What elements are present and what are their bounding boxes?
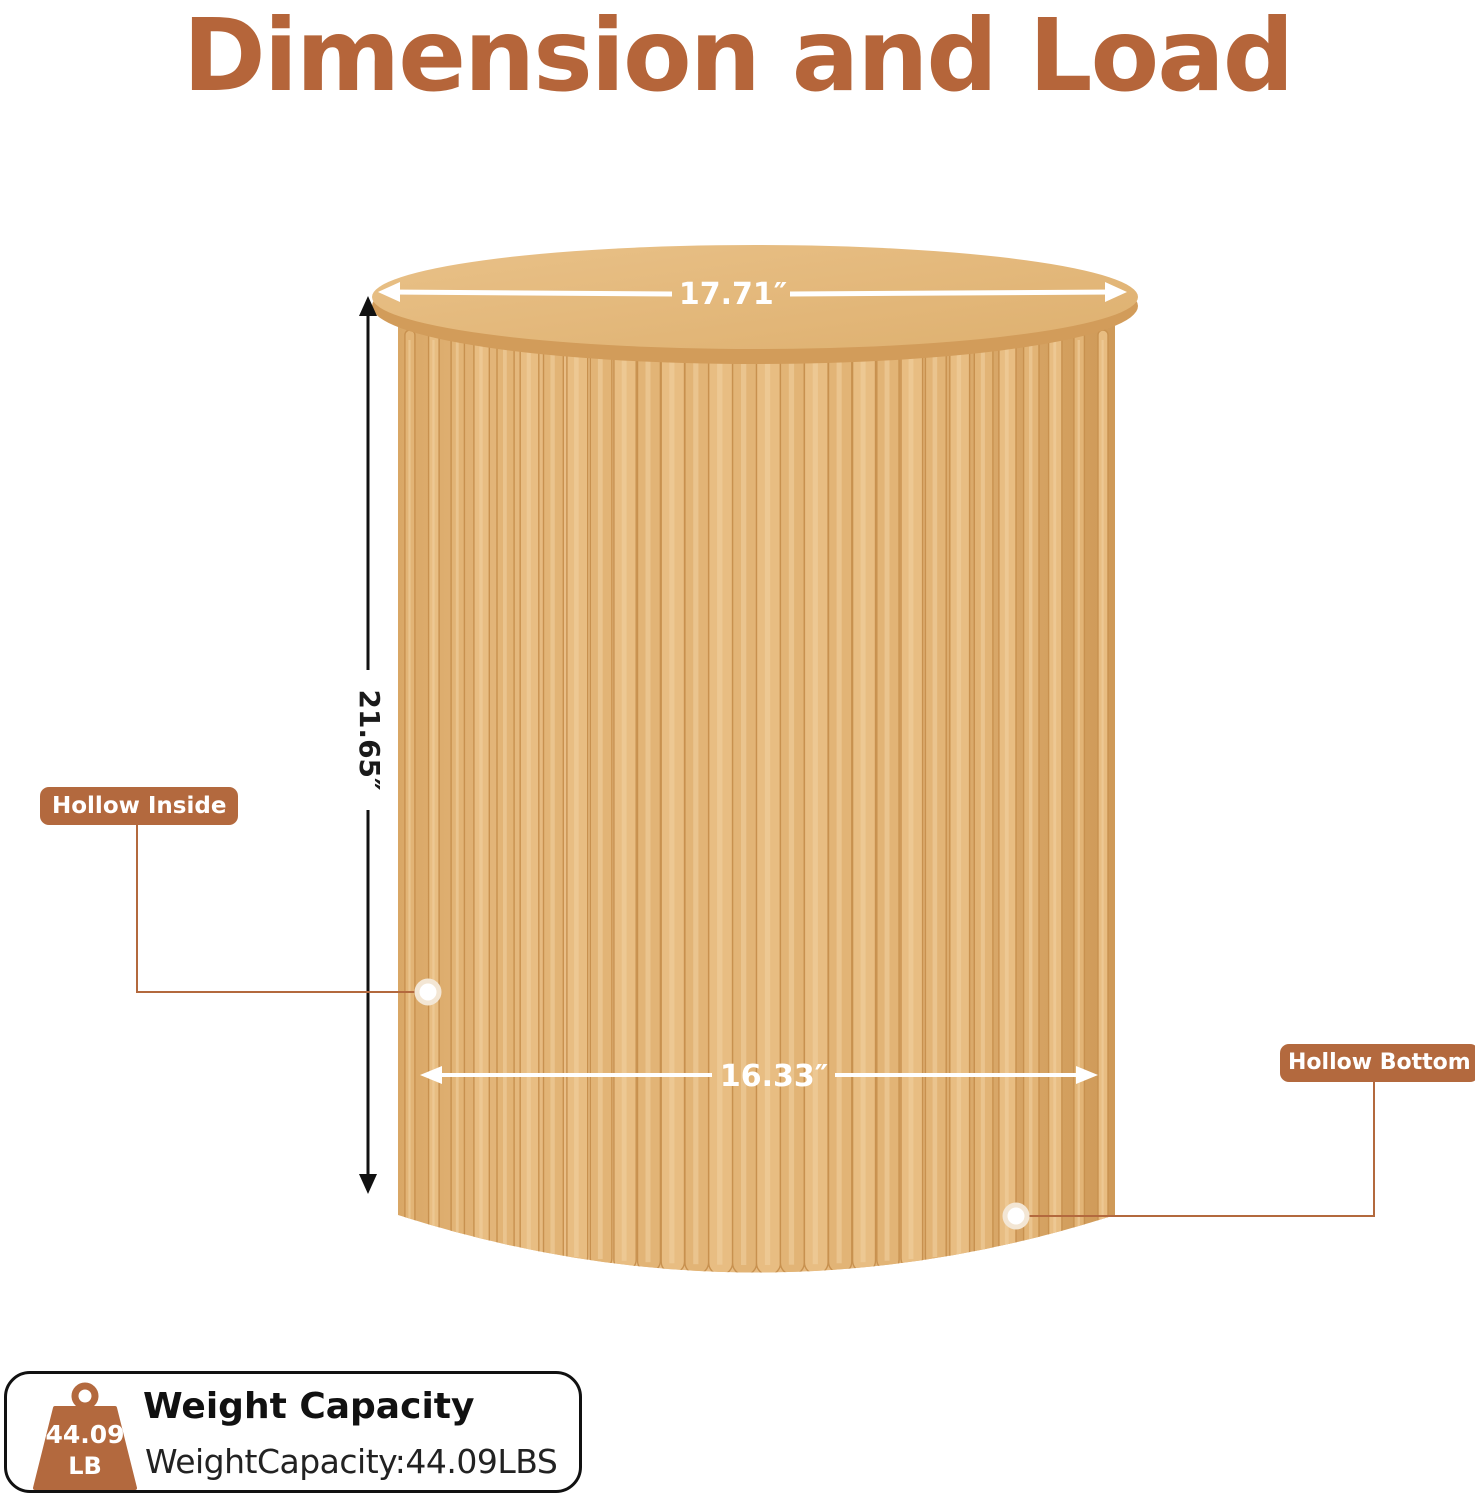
fluted-slat-highlight	[645, 340, 651, 1263]
height-dimension: 21.65″	[353, 296, 386, 1194]
hollow-bottom-marker	[1002, 1202, 1030, 1230]
weight-capacity-panel: 44.09 LB Weight Capacity WeightCapacity:…	[4, 1371, 582, 1493]
fluted-slat-highlight	[788, 340, 795, 1265]
fluted-slat-highlight	[932, 340, 938, 1257]
fluted-slat-highlight	[432, 340, 435, 1232]
weight-capacity-description: WeightCapacity:44.09LBS	[145, 1442, 558, 1481]
fluted-slat-highlight	[550, 340, 555, 1255]
hollow-bottom-leader	[1028, 1078, 1375, 1217]
hollow-bottom-callout: Hollow Bottom	[1280, 1044, 1475, 1082]
weight-icon: 44.09 LB	[33, 1382, 137, 1492]
fluted-slat-highlight	[812, 340, 818, 1265]
table-top	[372, 245, 1138, 349]
fluted-slat-highlight	[764, 340, 771, 1265]
fluted-slat-highlight	[1053, 340, 1057, 1239]
top-diameter-dimension: 17.71″	[378, 277, 1127, 312]
fluted-slat-highlight	[860, 340, 866, 1263]
fluted-slat-highlight	[980, 340, 985, 1252]
fluted-slat-highlight	[1004, 340, 1009, 1248]
fluted-slat-highlight	[1101, 340, 1104, 1221]
fluted-slat-highlight	[408, 340, 411, 1221]
fluted-slat-highlight	[908, 340, 914, 1260]
fluted-slat-highlight	[574, 340, 579, 1257]
hollow-inside-leader	[136, 822, 418, 993]
hollow-inside-callout: Hollow Inside	[40, 787, 239, 825]
fluted-slat-highlight	[597, 340, 603, 1260]
body-width-label: 16.33″	[720, 1059, 828, 1094]
fluted-slats	[404, 329, 1109, 1273]
weight-icon-unit: LB	[68, 1452, 102, 1480]
fluted-slat-highlight	[526, 340, 531, 1252]
hollow-inside-marker	[414, 978, 442, 1006]
fluted-slat-highlight	[1029, 340, 1033, 1244]
fluted-slat-highlight	[884, 340, 890, 1261]
weight-icon-value: 44.09	[45, 1420, 125, 1449]
fluted-slat-highlight	[621, 340, 627, 1261]
body-width-dimension: 16.33″	[420, 1059, 1098, 1094]
fluted-slat-highlight	[836, 340, 842, 1264]
page-title: Dimension and Load	[182, 0, 1295, 114]
fluted-slat-highlight	[1077, 340, 1080, 1232]
fluted-slat-highlight	[455, 340, 459, 1239]
fluted-slat-highlight	[741, 340, 747, 1265]
fluted-slat-highlight	[669, 340, 675, 1264]
top-diameter-label: 17.71″	[679, 277, 787, 312]
fluted-slat-highlight	[717, 340, 723, 1265]
height-label: 21.65″	[353, 689, 386, 790]
weight-capacity-heading: Weight Capacity	[143, 1386, 475, 1427]
fluted-slat-highlight	[503, 340, 507, 1248]
fluted-slat-highlight	[693, 340, 699, 1265]
fluted-slat-highlight	[479, 340, 483, 1244]
fluted-slat-highlight	[956, 340, 962, 1255]
